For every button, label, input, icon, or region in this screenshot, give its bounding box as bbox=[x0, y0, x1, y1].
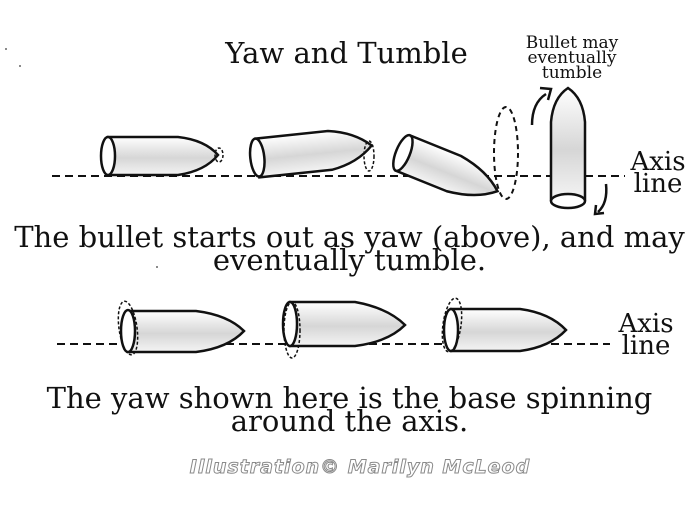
axis-label-top-word-2: line bbox=[633, 169, 683, 199]
speck bbox=[5, 48, 7, 50]
tumble-arrow-down-icon bbox=[597, 183, 608, 213]
tumble-note-line-2: eventually bbox=[527, 48, 617, 68]
spin-ring-top-2 bbox=[363, 140, 375, 172]
tumble-note: Bullet may eventually tumble bbox=[512, 33, 632, 83]
speck bbox=[19, 65, 21, 67]
tumble-arrow-up-icon bbox=[530, 92, 547, 126]
axis-label-top: Axis line bbox=[618, 147, 698, 199]
caption-top-line-2: eventually tumble. bbox=[212, 243, 487, 277]
tumble-note-line-3: tumble bbox=[541, 63, 603, 83]
caption-bottom-line-2: around the axis. bbox=[230, 404, 469, 438]
spin-ring-top-3 bbox=[493, 106, 519, 200]
bullet-top-4 bbox=[549, 86, 587, 210]
caption-bottom-line-1: The yaw shown here is the base spinning bbox=[46, 381, 653, 415]
tumble-note-line-1: Bullet may bbox=[525, 33, 619, 53]
bullet-bottom-3 bbox=[441, 297, 568, 353]
caption-top-line-1: The bullet starts out as yaw (above), an… bbox=[14, 220, 685, 254]
axis-label-top-word-1: Axis bbox=[630, 147, 686, 177]
axis-label-bottom: Axis line bbox=[606, 309, 686, 361]
diagram-title: Yaw and Tumble bbox=[225, 36, 468, 70]
caption-top: The bullet starts out as yaw (above), an… bbox=[0, 220, 699, 277]
bullet-top-1 bbox=[99, 135, 224, 177]
bullet-bottom-2 bbox=[281, 300, 407, 359]
bullet-bottom-1 bbox=[117, 300, 246, 356]
axis-label-bottom-word-1: Axis bbox=[618, 309, 674, 339]
illustration-credit: Illustration© Marilyn McLeod bbox=[189, 456, 531, 479]
bullet-top-3 bbox=[392, 133, 500, 197]
caption-bottom: The yaw shown here is the base spinning … bbox=[0, 381, 699, 438]
bullet-top-2 bbox=[248, 129, 374, 179]
axis-label-bottom-word-2: line bbox=[621, 331, 671, 361]
speck bbox=[156, 266, 158, 268]
